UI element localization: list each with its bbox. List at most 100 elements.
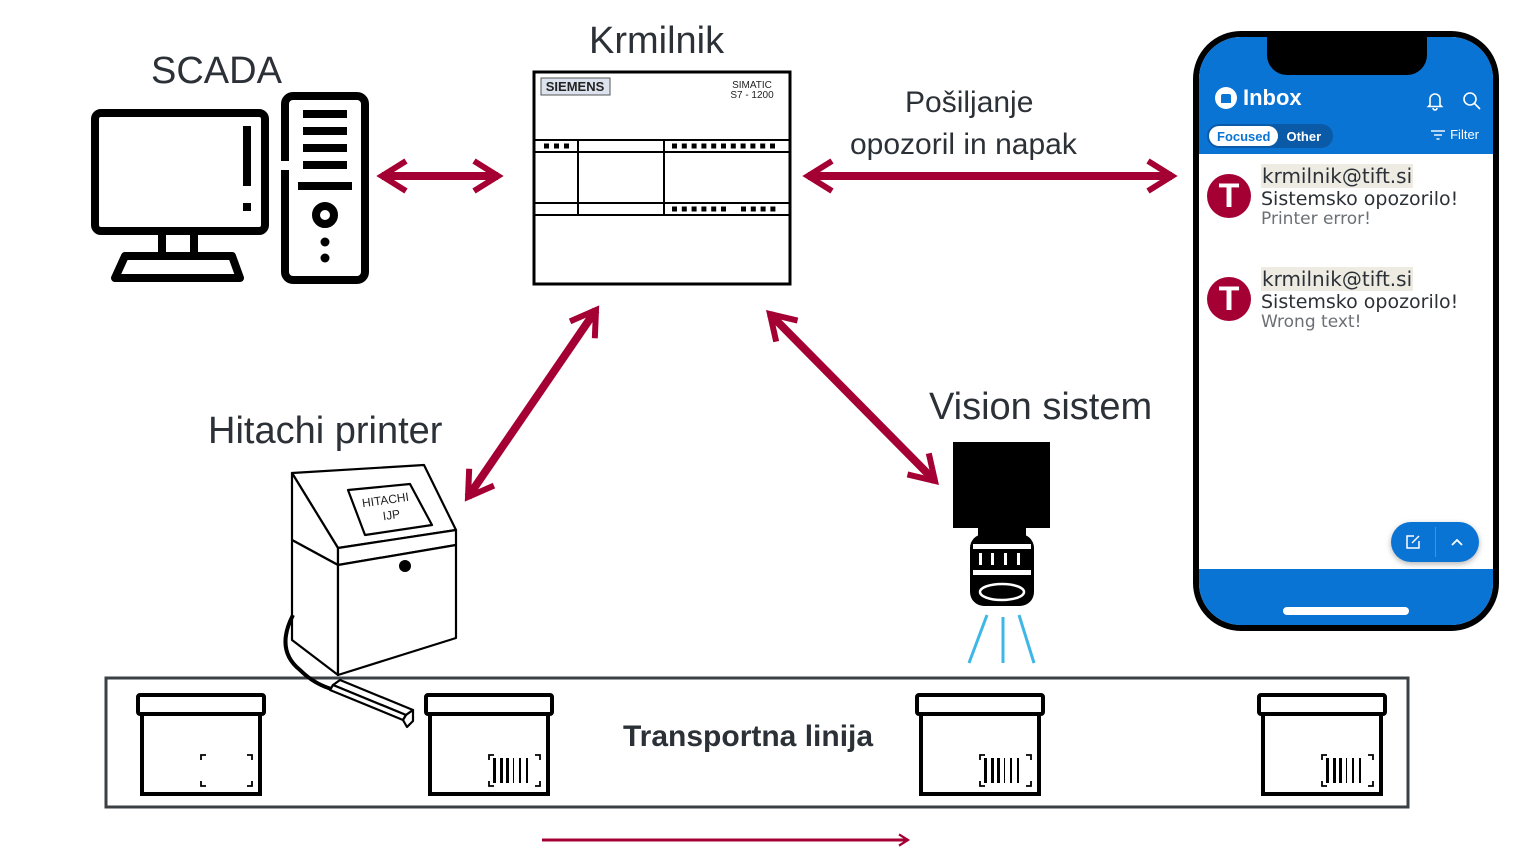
barcode-icon <box>979 754 1032 787</box>
mail-preview: Wrong text! <box>1261 312 1362 332</box>
alerts-label-line2: opozoril in napak <box>850 128 1077 161</box>
home-icon[interactable] <box>1215 87 1237 109</box>
plc-led <box>554 143 559 149</box>
chevron-up-icon <box>1451 538 1463 546</box>
tab-focused[interactable]: Focused <box>1209 126 1279 146</box>
barcode-bar <box>513 758 514 783</box>
printer-screen-line2: IJP <box>382 507 401 523</box>
conveyor-belt <box>104 676 1410 809</box>
barcode-bar <box>1359 758 1361 783</box>
mail-sender: krmilnik@tift.si <box>1261 267 1414 291</box>
printer-icon <box>283 463 458 729</box>
barcode-icon <box>488 754 541 787</box>
barcode-bar <box>1333 758 1336 783</box>
plc-brand: SIEMENS <box>546 79 605 94</box>
filter-label: Filter <box>1450 127 1479 142</box>
plc-led <box>721 206 726 212</box>
barcode-bar <box>1326 758 1329 783</box>
plc-led <box>730 143 736 149</box>
plc-led <box>740 143 746 149</box>
plc-led <box>672 143 677 149</box>
camera-icon <box>953 442 1050 664</box>
printer-label: Hitachi printer <box>208 410 443 452</box>
barcode-bar <box>493 758 496 783</box>
barcode-icon <box>1321 754 1374 787</box>
phone-mockup: Inbox Focused Other Filter T krmilnik@ti… <box>1193 31 1499 631</box>
barcode-bar <box>519 758 521 783</box>
mail-item[interactable]: T krmilnik@tift.si Sistemsko opozorilo! … <box>1207 164 1487 244</box>
barcode-bar <box>1346 758 1347 783</box>
mail-item[interactable]: T krmilnik@tift.si Sistemsko opozorilo! … <box>1207 267 1487 347</box>
plc-led <box>711 143 717 149</box>
plc-led <box>711 206 717 212</box>
tab-other[interactable]: Other <box>1286 128 1322 144</box>
plc-led <box>760 143 766 149</box>
vision-label: Vision sistem <box>929 386 1153 428</box>
plc-led <box>760 206 766 212</box>
barcode-bar <box>526 758 528 783</box>
barcode-bar <box>1017 758 1019 783</box>
plc-model-line2: S7 - 1200 <box>730 90 774 101</box>
bell-icon[interactable] <box>1425 91 1445 111</box>
inbox-tabs: Focused Other <box>1207 124 1333 148</box>
plc-icon <box>532 70 792 286</box>
plc-led <box>721 143 726 149</box>
compose-button[interactable] <box>1391 522 1435 562</box>
controller-label: Krmilnik <box>589 20 725 62</box>
inbox-title: Inbox <box>1215 85 1302 111</box>
empty-label-frame-icon <box>200 754 253 787</box>
barcode-bar <box>500 758 503 783</box>
mail-subject: Sistemsko opozorilo! <box>1261 291 1459 313</box>
phone-notch <box>1267 37 1427 75</box>
package-box <box>136 693 266 796</box>
plc-led <box>681 206 687 212</box>
fab-divider <box>1434 527 1436 557</box>
mail-preview: Printer error! <box>1261 209 1371 229</box>
plc-vision-arrow <box>766 309 939 486</box>
filter-button[interactable]: Filter <box>1431 127 1479 142</box>
floating-action-bar <box>1391 522 1479 562</box>
phone-bottom-bar <box>1199 569 1493 625</box>
search-icon[interactable] <box>1462 91 1482 111</box>
mail-subject: Sistemsko opozorilo! <box>1261 188 1459 210</box>
barcode-bar <box>1352 758 1354 783</box>
plc-led <box>750 143 756 149</box>
plc-led <box>672 206 677 212</box>
home-indicator[interactable] <box>1283 607 1409 615</box>
plc-led <box>701 206 707 212</box>
plc-led <box>750 206 756 212</box>
barcode-bar <box>991 758 994 783</box>
package-box <box>1257 693 1387 796</box>
plc-led <box>770 143 775 149</box>
plc-led <box>681 143 687 149</box>
barcode-bar <box>1339 758 1342 783</box>
barcode-bar <box>997 758 1000 783</box>
plc-led <box>544 143 549 149</box>
mail-sender: krmilnik@tift.si <box>1261 164 1414 188</box>
alerts-label-line1: Pošiljanje <box>905 86 1034 119</box>
scroll-up-button[interactable] <box>1435 522 1479 562</box>
compose-icon <box>1406 535 1420 549</box>
barcode-bar <box>506 758 509 783</box>
filter-icon <box>1431 129 1446 140</box>
plc-led <box>564 143 569 149</box>
scada-label: SCADA <box>151 50 282 92</box>
plc-led <box>741 206 746 212</box>
barcode-bar <box>984 758 987 783</box>
plc-led <box>770 206 776 212</box>
barcode-bar <box>1010 758 1012 783</box>
avatar: T <box>1207 174 1251 218</box>
package-box <box>424 693 554 796</box>
plc-led <box>701 143 707 149</box>
plc-led <box>691 143 697 149</box>
barcode-bar <box>1004 758 1005 783</box>
avatar: T <box>1207 277 1251 321</box>
inbox-title-text: Inbox <box>1243 85 1302 110</box>
plc-led <box>691 206 697 212</box>
plc-model-line1: SIMATIC <box>732 80 772 91</box>
plc-printer-arrow <box>464 305 600 502</box>
computer-icon <box>91 92 369 284</box>
package-box <box>915 693 1045 796</box>
printer-screen-line1: HITACHI <box>361 490 410 510</box>
